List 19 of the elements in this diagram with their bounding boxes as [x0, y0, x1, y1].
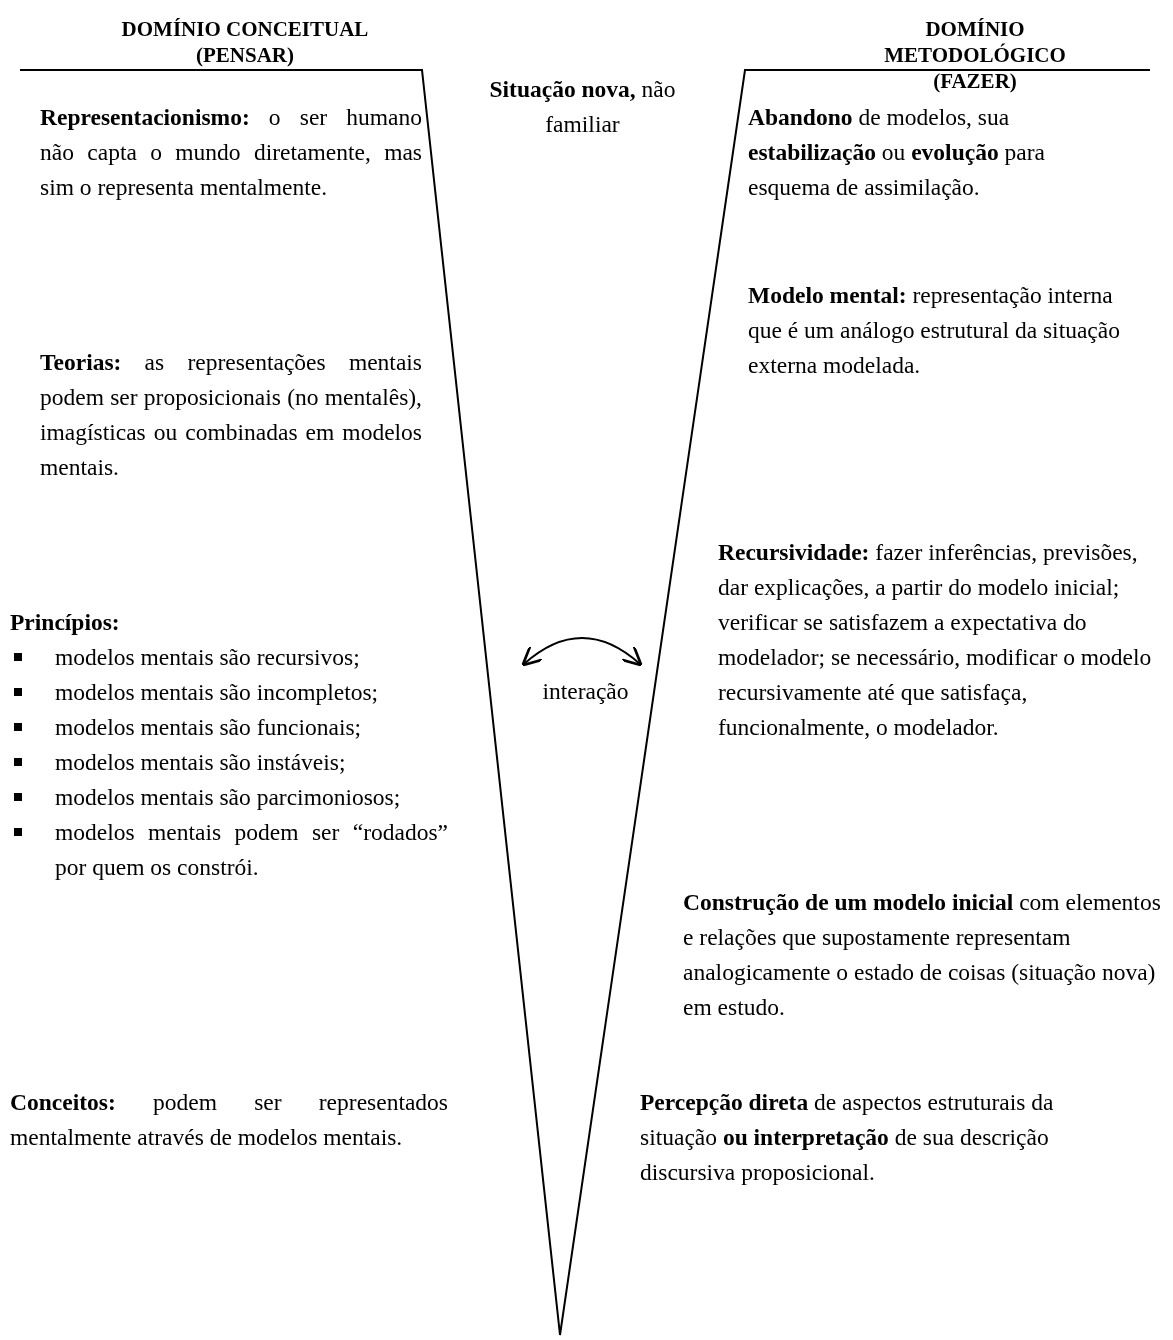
- focus-question: Situação nova, não familiar: [488, 75, 677, 139]
- domain-heading: DOMÍNIO CONCEITUAL (PENSAR): [120, 16, 370, 68]
- list-item: modelos mentais são incompletos;: [55, 678, 380, 707]
- list-item: modelos mentais são parcimoniosos;: [55, 783, 402, 812]
- method-text: Abandono de modelos, sua estabilização ou evolução para esquema de assimilação.: [748, 103, 1046, 202]
- concept-text: Teorias: as representações mentais podem ser proposicionais (no mentalês), imagísticas ou combinadas em modelos mentais.: [40, 348, 422, 482]
- method-text: Percepção direta de aspectos estruturais da situação ou interpretação de sua descrição discursiva proposicional.: [640, 1088, 1055, 1187]
- list-item: modelos mentais são instáveis;: [55, 748, 347, 777]
- concept-text: Representacionismo: o ser humano não capta o mundo diretamente, mas sim o representa mentalmente.: [40, 103, 422, 202]
- list-item: modelos mentais são funcionais;: [55, 713, 363, 742]
- method-text: Construção de um modelo inicial com elementos e relações que supostamente representam analogicamente o estado de coisas (situação nova) em estudo.: [683, 888, 1162, 1022]
- method-text: Modelo mental: representação interna que é um análogo estrutural da situação externa modelada.: [748, 281, 1121, 380]
- list-item: modelos mentais podem ser “rodados” por quem os constrói.: [55, 818, 448, 882]
- section-heading: Princípios:: [10, 608, 121, 637]
- list-item: modelos mentais são recursivos;: [55, 643, 361, 672]
- arrow-label: interação: [541, 677, 630, 706]
- domain-heading: DOMÍNIO METODOLÓGICO (FAZER): [883, 16, 1067, 94]
- concept-text: Conceitos: podem ser representados mentalmente através de modelos mentais.: [10, 1088, 448, 1152]
- method-text: Recursividade: fazer inferências, previsões, dar explicações, a partir do modelo inicial; verificar se satisfazem a expectativa do modelador; se necessário, modificar o modelo recursivamente até que satisfaça, funcionalmente, o modelador.: [718, 538, 1153, 742]
